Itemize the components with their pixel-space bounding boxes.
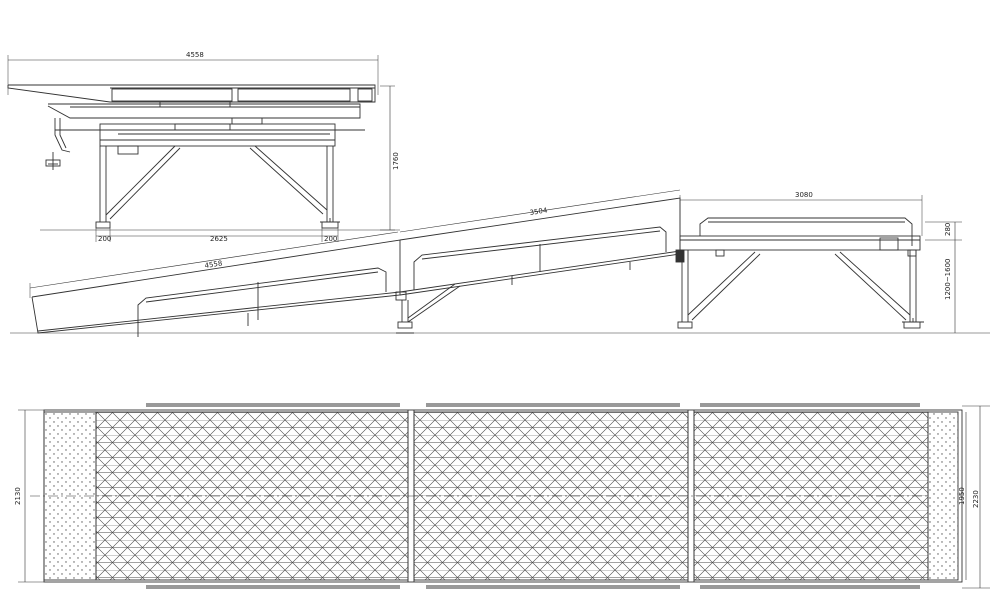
dim-platform-length: 3080 — [795, 191, 813, 199]
dim-top-foot-right: 200 — [324, 235, 337, 243]
plan-view — [18, 403, 990, 589]
dim-ramp-length: 4558 — [204, 259, 223, 270]
deployed-side-view — [10, 189, 990, 337]
dim-platform-thickness: 280 — [944, 223, 952, 236]
folded-side-view — [7, 55, 400, 242]
dim-plan-width-left: 2130 — [14, 487, 22, 505]
dim-plan-inner-width: 1950 — [958, 487, 966, 505]
dim-plan-outer-width: 2230 — [972, 490, 980, 508]
dim-top-height: 1760 — [392, 152, 400, 170]
dim-top-span: 2625 — [210, 235, 228, 243]
dim-top-overall-length: 4558 — [186, 51, 204, 59]
dim-platform-height-range: 1200~1600 — [944, 259, 952, 301]
dim-top-foot-left: 200 — [98, 235, 111, 243]
dim-mid-ramp-length: 3504 — [529, 206, 548, 217]
